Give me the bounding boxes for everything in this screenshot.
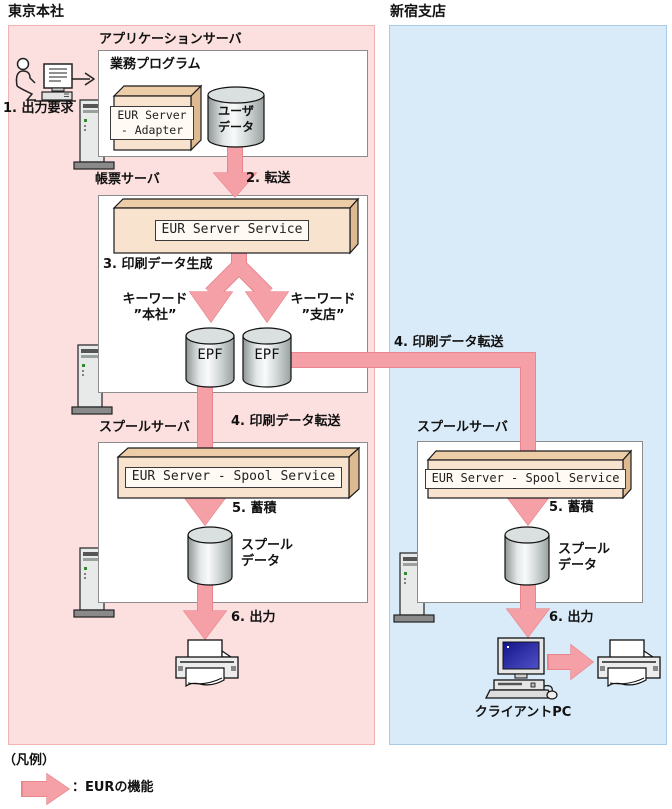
spool-data-cylinder-tokyo [187, 526, 233, 586]
step5-shinjuku-label: 5. 蓄積 [549, 500, 594, 515]
spool-server-tokyo-title: スプールサーバ [99, 420, 190, 435]
user-at-computer-icon [15, 57, 76, 102]
epf-cylinder-head-office [185, 327, 235, 388]
eur-adapter-line2: - Adapter [120, 123, 184, 137]
user-data-cylinder [207, 86, 265, 148]
business-program-label: 業務プログラム [110, 57, 201, 72]
spool-data-shinjuku-label: スプール データ [558, 542, 611, 573]
step6-shinjuku-label: 6. 出力 [549, 610, 594, 625]
epf-label-branch: EPF [254, 347, 280, 363]
eur-adapter-line1: EUR Server [117, 108, 187, 123]
user-data-label: ユーザ データ [217, 104, 254, 135]
spool-data-cylinder-shinjuku [504, 526, 550, 586]
spool-service-tokyo-label: EUR Server - Spool Service [124, 467, 343, 488]
step4-tokyo-label: 4. 印刷データ転送 [231, 414, 341, 429]
step6-tokyo-label: 6. 出力 [231, 610, 276, 625]
keyword-branch-label: キーワード ”支店” [290, 292, 356, 323]
eur-adapter-text-area: EUR Server - Adapter [110, 96, 194, 150]
step2-label: 2. 転送 [246, 171, 291, 186]
tokyo-region-title: 東京本社 [8, 4, 64, 20]
spool-data-tokyo-label: スプール データ [241, 538, 294, 569]
epf-cylinder-branch [242, 327, 292, 388]
keyword-head-office-label: キーワード ”本社” [122, 292, 188, 323]
printer-icon-shinjuku [597, 639, 661, 688]
epf-label-head-office: EPF [197, 347, 223, 363]
report-server-title: 帳票サーバ [95, 172, 160, 187]
application-server-title: アプリケーションサーバ [99, 32, 242, 47]
step4-shinjuku-label: 4. 印刷データ転送 [394, 335, 504, 350]
client-pc-label: クライアントPC [474, 705, 572, 720]
spool-service-tokyo-text-area: EUR Server - Spool Service [118, 457, 349, 498]
spool-server-shinjuku-title: スプールサーバ [417, 420, 508, 435]
legend-title: （凡例） [3, 753, 56, 768]
step5-tokyo-label: 5. 蓄積 [232, 501, 277, 516]
spool-service-shinjuku-text-area: EUR Server - Spool Service [424, 460, 627, 498]
client-pc-icon [484, 637, 558, 700]
step1-label: 1. 出力要求 [3, 101, 74, 116]
spool-service-shinjuku-label: EUR Server - Spool Service [424, 469, 627, 489]
server-tower-icon [393, 552, 435, 623]
legend-eur-function-label: ：EURの機能 [72, 780, 154, 795]
eur-server-service-label: EUR Server Service [154, 220, 310, 241]
eur-server-service-text-area: EUR Server Service [114, 208, 350, 253]
shinjuku-region-title: 新宿支店 [390, 4, 446, 20]
step3-label: 3. 印刷データ生成 [103, 257, 213, 272]
printer-icon-tokyo [175, 639, 239, 688]
